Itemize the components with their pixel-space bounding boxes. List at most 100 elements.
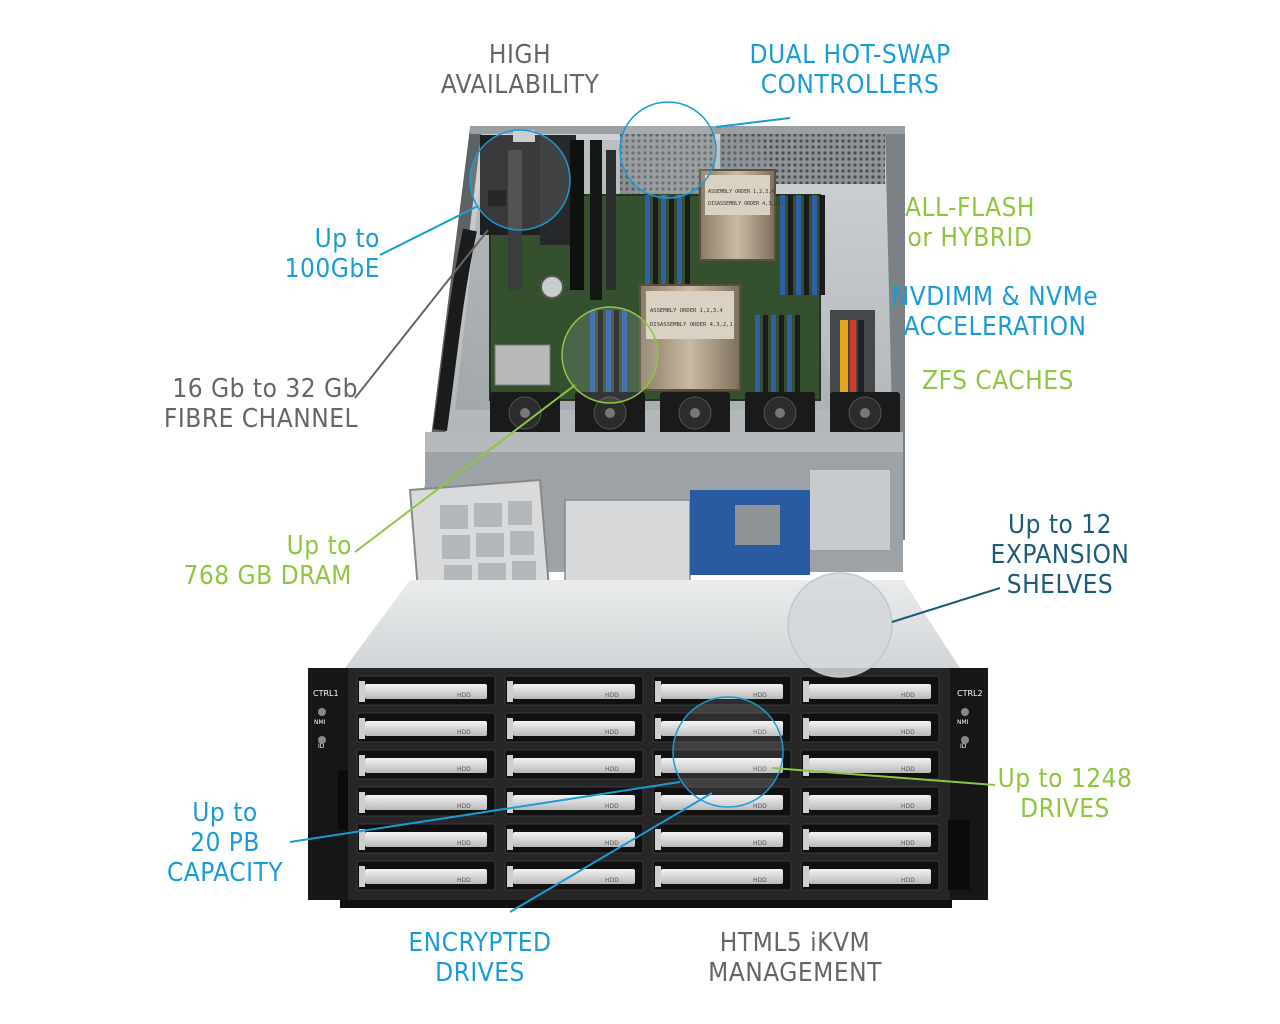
drive-bay-22[interactable]: HDD [504, 860, 644, 891]
leader-lines [289, 117, 1001, 913]
drive-bay-24[interactable]: HDD [800, 860, 940, 891]
drive-bay-1[interactable]: HDD [356, 675, 496, 706]
drive-bay-12[interactable]: HDD [800, 749, 940, 780]
drive-bay-6[interactable]: HDD [504, 712, 644, 743]
fan-row [490, 392, 900, 434]
drive-bay-9[interactable]: HDD [356, 749, 496, 780]
drive-bay-21[interactable]: HDD [356, 860, 496, 891]
drive-label: HDD [457, 877, 471, 884]
drive-bay-18[interactable]: HDD [504, 823, 644, 854]
drive-label: HDD [457, 729, 471, 736]
dimm-slot [820, 195, 825, 295]
fan-bracket [425, 432, 903, 452]
drive-label: HDD [605, 840, 619, 847]
power-button-right[interactable] [961, 708, 969, 716]
dimm-slot [796, 195, 801, 295]
dimm-slot [645, 195, 650, 285]
dimm-slot [606, 310, 611, 395]
drive-bay-2[interactable]: HDD [504, 675, 644, 706]
dimm-slot [763, 315, 768, 400]
callout-dual-controllers-line2: CONTROLLERS [760, 70, 940, 100]
drive-bay-4[interactable]: HDD [800, 675, 940, 706]
ctrl2-label: CTRL2 [957, 689, 983, 698]
drive-label: HDD [753, 692, 767, 699]
drive-label: HDD [605, 803, 619, 810]
cable-bundle [433, 228, 477, 431]
dimm-slot [661, 195, 666, 285]
drive-bay-3[interactable]: HDD [652, 675, 792, 706]
id-label-left: ID [318, 743, 325, 750]
callout-drives-line1: Up to 1248 [997, 764, 1133, 794]
callout-capacity: Up to 20 PB CAPACITY [150, 798, 300, 888]
power-button-left[interactable] [318, 708, 326, 716]
fan-3 [660, 392, 730, 434]
drive-label: HDD [605, 766, 619, 773]
leader-dram [354, 384, 576, 553]
drive-label: HDD [901, 877, 915, 884]
dimm-slot [685, 195, 690, 285]
cpu2-marking-line1: ASSEMBLY ORDER 1,2,3,4 [650, 308, 724, 314]
leader-capacity [289, 781, 681, 843]
drive-bay-15[interactable]: HDD [652, 786, 792, 817]
callout-encrypted-line1: ENCRYPTED [408, 928, 552, 958]
drive-label: HDD [901, 692, 915, 699]
cpu1-marking-line1: ASSEMBLY ORDER 1,2,3,4 [708, 189, 774, 195]
id-button-right[interactable] [961, 736, 969, 744]
dimm-slot [771, 315, 776, 400]
dimm-slot [598, 310, 603, 395]
drive-bay-16[interactable]: HDD [800, 786, 940, 817]
fan-4 [745, 392, 815, 434]
drive-label: HDD [753, 840, 767, 847]
ctrl1-label: CTRL1 [313, 689, 339, 698]
dimm-slot [653, 195, 658, 285]
drive-bay-17[interactable]: HDD [356, 823, 496, 854]
dimm-slot [804, 195, 809, 295]
callout-encrypted-line2: DRIVES [435, 958, 525, 988]
callout-capacity-line3: CAPACITY [166, 858, 284, 888]
drive-bay-20[interactable]: HDD [800, 823, 940, 854]
leader-encrypted [509, 792, 713, 913]
callout-all-flash-line1: ALL-FLASH [904, 193, 1036, 223]
dimm-slot [755, 315, 760, 400]
drive-label: HDD [901, 729, 915, 736]
callout-network-line2: 100GbE [284, 254, 380, 284]
dimm-slot [812, 195, 817, 295]
drive-label: HDD [457, 692, 471, 699]
callout-ikvm-line2: MANAGEMENT [708, 958, 882, 988]
drive-bay-19[interactable]: HDD [652, 823, 792, 854]
id-button-left[interactable] [318, 736, 326, 744]
drive-label: HDD [605, 692, 619, 699]
drive-bay-13[interactable]: HDD [356, 786, 496, 817]
callout-all-flash-line2: or HYBRID [907, 223, 1033, 253]
callout-encrypted: ENCRYPTED DRIVES [385, 928, 575, 988]
callout-fibre-line1: 16 Gb to 32 Gb [172, 374, 358, 404]
callout-ikvm-line1: HTML5 iKVM [719, 928, 871, 958]
dimm-slot [779, 315, 784, 400]
fan-1 [490, 392, 560, 434]
drive-bay-10[interactable]: HDD [504, 749, 644, 780]
drive-bay-23[interactable]: HDD [652, 860, 792, 891]
dimm-slot [677, 195, 682, 285]
drive-label: HDD [753, 729, 767, 736]
callout-dram-line1: Up to [286, 531, 352, 561]
id-label-right: ID [960, 743, 967, 750]
drive-bay-8[interactable]: HDD [800, 712, 940, 743]
drive-bay-5[interactable]: HDD [356, 712, 496, 743]
pcie-cards [480, 130, 616, 300]
drive-bay-14[interactable]: HDD [504, 786, 644, 817]
fan-2 [575, 392, 645, 434]
drive-bay-7[interactable]: HDD [652, 712, 792, 743]
callout-high-availability-line1: HIGH [488, 40, 552, 70]
drive-label: HDD [753, 766, 767, 773]
dimm-slot [669, 195, 674, 285]
highlight-shelves [787, 572, 893, 678]
callout-shelves-line1: Up to 12 [1007, 510, 1113, 540]
callout-shelves-line2: EXPANSION [990, 540, 1130, 570]
drive-bay-11[interactable]: HDD [652, 749, 792, 780]
drive-label: HDD [457, 840, 471, 847]
nmi-label-right: NMI [957, 719, 969, 726]
drive-label: HDD [457, 766, 471, 773]
leader-drives [771, 767, 996, 786]
drive-label: HDD [753, 803, 767, 810]
